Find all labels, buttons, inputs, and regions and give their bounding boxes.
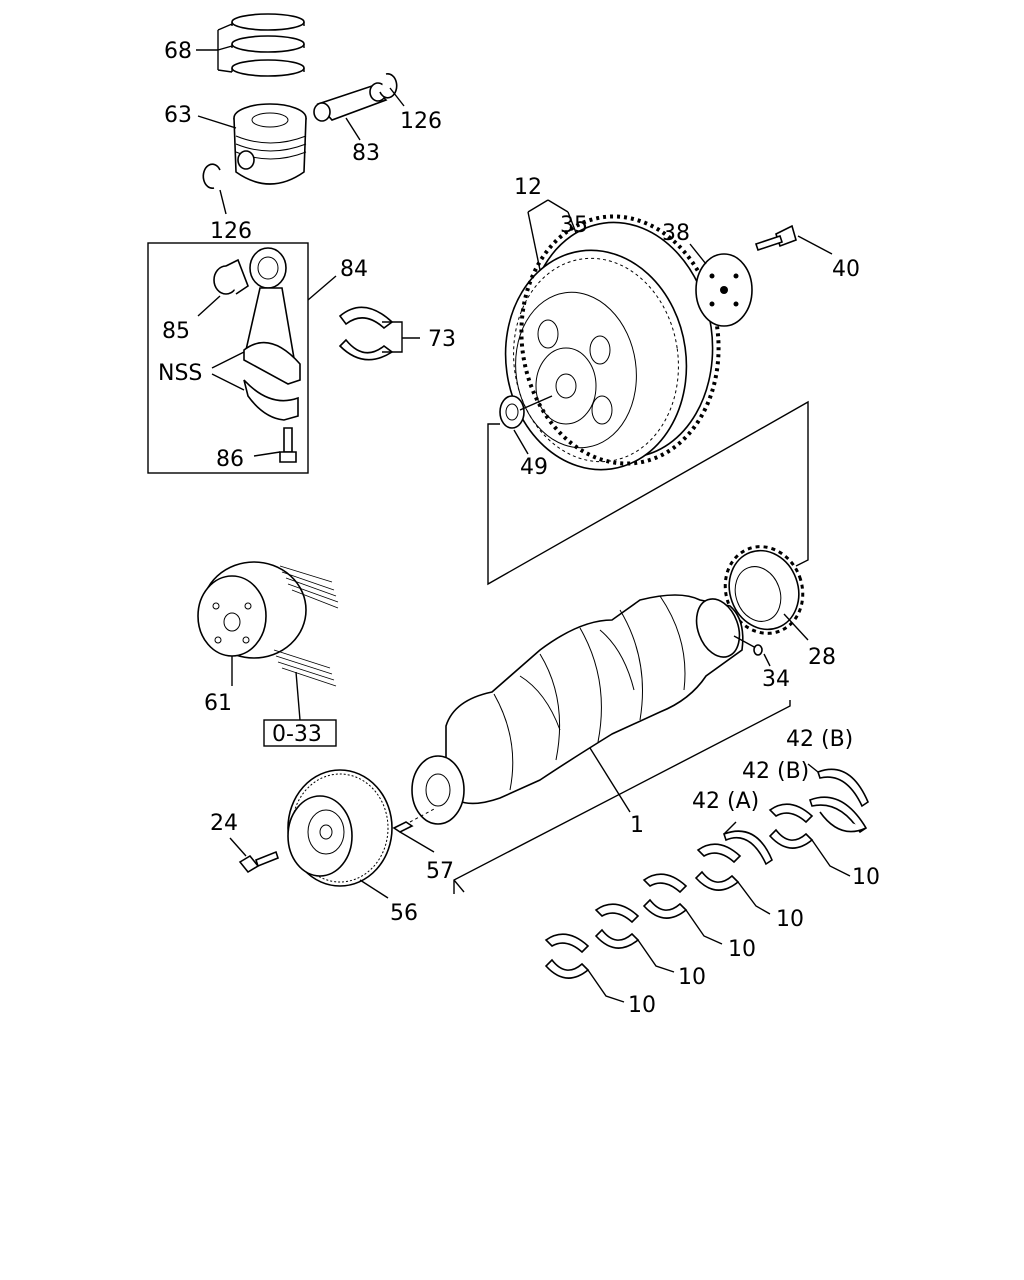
label-42b-upper: 42 (B) <box>786 727 853 752</box>
damper-pulley-drawing <box>197 561 339 747</box>
label-42b-lower: 42 (B) <box>742 759 809 784</box>
rod-bearings-drawing <box>338 306 420 361</box>
label-10-4: 10 <box>678 965 706 990</box>
label-10-1: 10 <box>852 865 880 890</box>
label-56: 56 <box>390 901 418 926</box>
label-10-3: 10 <box>728 937 756 962</box>
label-63: 63 <box>164 103 192 128</box>
part-labels: 68 63 83 126 126 84 85 73 NSS 86 12 35 3… <box>158 39 880 1018</box>
pilot-bearing-drawing <box>499 395 553 455</box>
flywheel-leader <box>487 400 809 586</box>
label-28: 28 <box>808 645 836 670</box>
label-84: 84 <box>340 257 368 282</box>
label-ref-0-33: 0-33 <box>272 722 322 747</box>
label-nss: NSS <box>158 361 202 386</box>
label-86: 86 <box>216 447 244 472</box>
thrust-washers-drawing <box>722 763 869 866</box>
main-bearings-drawing <box>544 803 851 1003</box>
connecting-rod-box <box>147 242 337 474</box>
crankshaft-drawing <box>411 594 791 894</box>
label-73: 73 <box>428 327 456 352</box>
label-126-top: 126 <box>400 109 442 134</box>
label-34: 34 <box>762 667 790 692</box>
label-24: 24 <box>210 811 238 836</box>
label-35: 35 <box>560 213 588 238</box>
label-83: 83 <box>352 141 380 166</box>
label-42a: 42 (A) <box>692 789 759 814</box>
crank-pulley-drawing <box>287 769 393 899</box>
label-126-bottom: 126 <box>210 219 252 244</box>
label-1: 1 <box>630 813 644 838</box>
label-38: 38 <box>662 221 690 246</box>
label-10-5: 10 <box>628 993 656 1018</box>
piston-rings-drawing <box>196 13 305 77</box>
label-12: 12 <box>514 175 542 200</box>
timing-gear-drawing <box>723 545 809 641</box>
piston-drawing <box>197 103 307 185</box>
flywheel-plate-drawing <box>689 224 833 327</box>
flywheel-drawing <box>504 199 721 471</box>
label-85: 85 <box>162 319 190 344</box>
label-49: 49 <box>520 455 548 480</box>
piston-pin-drawing <box>313 82 388 141</box>
pulley-bolt-drawing <box>229 837 279 874</box>
label-61: 61 <box>204 691 232 716</box>
label-57: 57 <box>426 859 454 884</box>
key-drawing <box>392 807 437 853</box>
label-40: 40 <box>832 257 860 282</box>
label-10-2: 10 <box>776 907 804 932</box>
label-68: 68 <box>164 39 192 64</box>
snap-rings-drawing <box>202 72 405 215</box>
